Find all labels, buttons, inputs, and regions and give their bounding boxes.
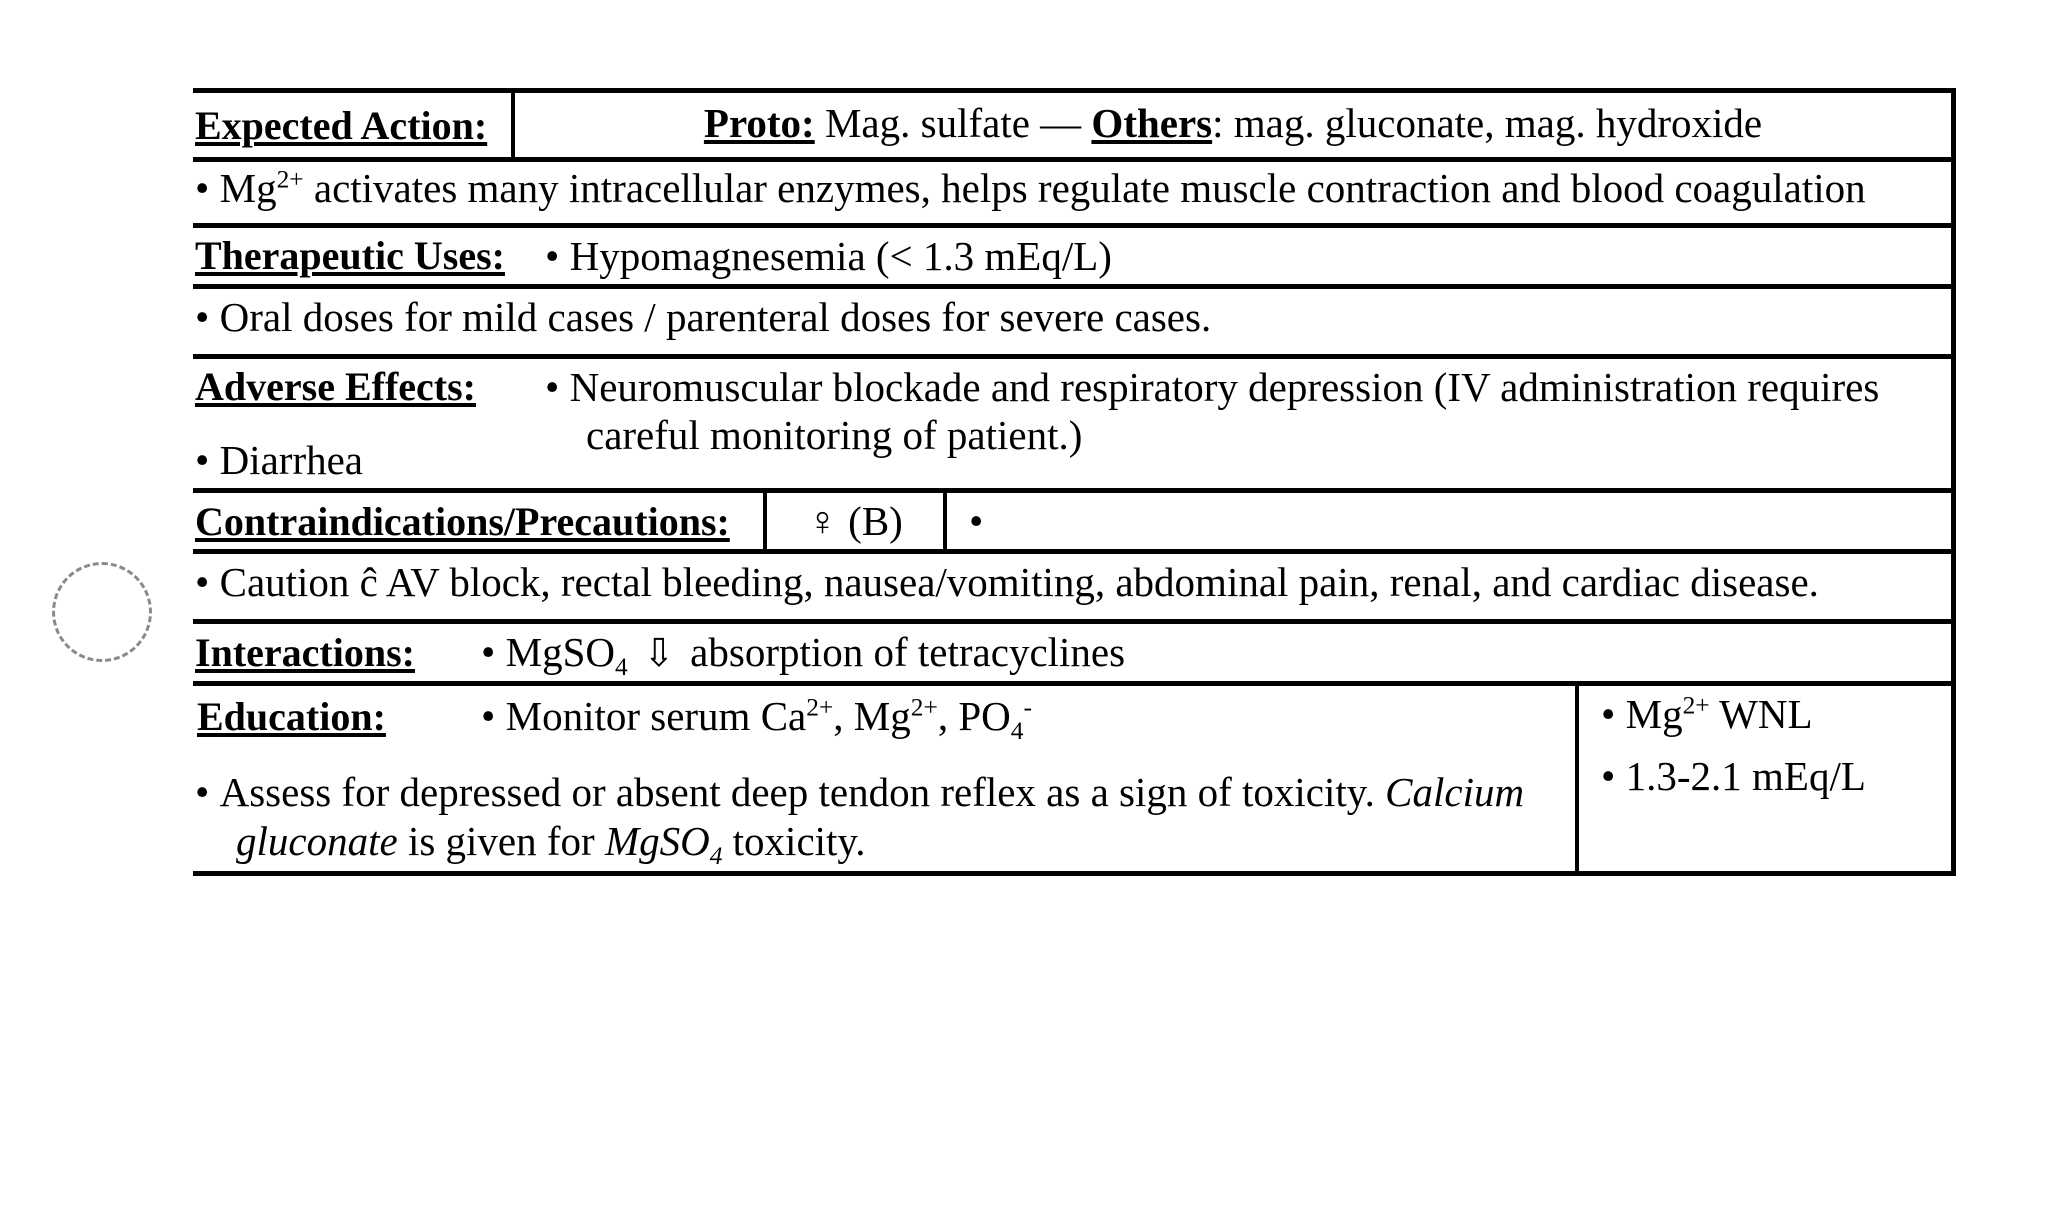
pregnancy-category-value: ♀ (B) [807, 497, 903, 545]
expected-action-value-cell: Proto: Mag. sulfate — Others: mag. gluco… [511, 93, 1951, 158]
adverse-effects-item-left: • Diarrhea [195, 436, 364, 483]
adverse-effects-item-right-text: Neuromuscular blockade and respiratory d… [569, 363, 1880, 458]
education-assess-italic-1: Calcium gluconate [236, 769, 1525, 864]
row-contraindications-header: Contraindications/Precautions: ♀ (B) • [193, 493, 1951, 555]
calcium-charge: 2+ [806, 693, 834, 722]
row-expected-action-header: Expected Action: Proto: Mag. sulfate — O… [193, 93, 1951, 163]
education-label: Education: [197, 693, 386, 739]
row-adverse-effects: Adverse Effects: • Diarrhea • Neuromuscu… [193, 359, 1951, 494]
therapeutic-uses-item-2: • Oral doses for mild cases / parenteral… [195, 294, 1212, 341]
contraindications-empty-bullet: • [969, 498, 984, 545]
education-side-range: 1.3-2.1 mEq/L [1625, 753, 1866, 800]
education-side-item-2: • 1.3-2.1 mEq/L [1601, 753, 1866, 800]
others-value: mag. gluconate, mag. hydroxide [1233, 100, 1763, 146]
education-side-mg: Mg [1625, 690, 1683, 737]
education-assess-part-2: is given for [397, 817, 605, 864]
proto-value: Mag. sulfate [824, 100, 1030, 146]
pregnancy-category-letter: (B) [848, 498, 903, 545]
therapeutic-uses-label: Therapeutic Uses: [195, 233, 505, 279]
interactions-compound: MgSO [505, 628, 615, 675]
contraindications-extra-cell: • [943, 493, 1951, 550]
education-monitor-pre: Monitor serum Ca [505, 692, 807, 739]
education-assess-italic-2-base: MgSO [604, 817, 710, 864]
therapeutic-uses-item-1: • Hypomagnesemia (< 1.3 mEq/L) [545, 232, 1112, 279]
expected-action-label: Expected Action: [195, 102, 488, 148]
therapeutic-uses-label-cell: Therapeutic Uses: [193, 228, 511, 284]
expected-action-bullet-item: • Mg2+ activates many intracellular enzy… [195, 165, 1866, 212]
pregnancy-category-cell: ♀ (B) [763, 493, 943, 550]
education-monitor-mid2: , PO [937, 692, 1011, 739]
female-symbol-icon: ♀ [807, 498, 838, 545]
education-label-cell: Education: [195, 689, 473, 744]
drug-information-card: Expected Action: Proto: Mag. sulfate — O… [193, 88, 1956, 876]
education-assess-part-1: Assess for depressed or absent deep tend… [219, 769, 1386, 816]
row-therapeutic-uses-header: Therapeutic Uses: • Hypomagnesemia (< 1.… [193, 228, 1951, 290]
others-colon: : [1212, 100, 1224, 146]
interactions-effect: absorption of tetracyclines [690, 628, 1126, 675]
row-therapeutic-uses-body: • Oral doses for mild cases / parenteral… [193, 289, 1951, 359]
row-interactions: Interactions: • MgSO4 ⇩ absorption of te… [193, 624, 1951, 686]
education-first-line: Education: • Monitor serum Ca2+, Mg2+, P… [195, 688, 1565, 744]
contraindications-label-cell: Contraindications/Precautions: [193, 493, 763, 549]
education-monitor-mid: , Mg [833, 692, 911, 739]
education-monitor-item: • Monitor serum Ca2+, Mg2+, PO4- [481, 692, 1032, 745]
others-label: Others [1091, 100, 1213, 146]
education-side-item-1: • Mg2+ WNL [1601, 690, 1813, 737]
contraindications-label: Contraindications/Precautions: [195, 498, 730, 544]
education-side-mg-charge: 2+ [1682, 691, 1710, 720]
interactions-value-cell: • MgSO4 ⇩ absorption of tetracyclines [473, 624, 1951, 681]
adverse-effects-label: Adverse Effects: [195, 363, 476, 409]
adverse-effects-value-cell: • Neuromuscular blockade and respiratory… [511, 359, 1951, 489]
education-side-cell: • Mg2+ WNL • 1.3-2.1 mEq/L [1575, 685, 1951, 871]
row-contraindications-body: • Caution ĉ AV block, rectal bleeding, n… [193, 554, 1951, 624]
expected-action-body-text: activates many intracellular enzymes, he… [313, 165, 1866, 212]
phosphate-subscript: 4 [1010, 716, 1024, 745]
therapeutic-uses-item-2-text: Oral doses for mild cases / parenteral d… [219, 294, 1212, 341]
expected-action-value: Proto: Mag. sulfate — Others: mag. gluco… [704, 99, 1762, 147]
education-monitor-cell: • Monitor serum Ca2+, Mg2+, PO4- [473, 688, 1040, 744]
education-assess-item: • Assess for depressed or absent deep te… [195, 769, 1525, 870]
interactions-item: • MgSO4 ⇩ absorption of tetracyclines [481, 628, 1126, 681]
row-education: Education: • Monitor serum Ca2+, Mg2+, P… [193, 685, 1951, 871]
interactions-compound-subscript: 4 [614, 653, 628, 681]
interactions-label: Interactions: [195, 629, 415, 675]
dashed-circle-icon [52, 562, 152, 662]
education-assess-italic-2: MgSO4 [604, 817, 722, 869]
education-assess-part-3: toxicity. [722, 817, 866, 864]
adverse-effects-item-left-text: Diarrhea [219, 436, 364, 483]
phosphate-charge: - [1023, 693, 1032, 722]
education-assess-italic-2-sub: 4 [709, 841, 723, 870]
adverse-effects-item-right: • Neuromuscular blockade and respiratory… [545, 363, 1880, 458]
arrow-down-icon: ⇩ [642, 631, 676, 675]
expected-action-label-cell: Expected Action: [193, 93, 511, 157]
mg-charge: 2+ [276, 165, 304, 194]
therapeutic-uses-item-1-text: Hypomagnesemia (< 1.3 mEq/L) [569, 232, 1112, 279]
proto-label: Proto: [703, 100, 815, 146]
interactions-label-cell: Interactions: [193, 624, 473, 681]
mg-symbol: Mg [219, 165, 277, 212]
contraindications-caution-item: • Caution ĉ AV block, rectal bleeding, n… [195, 559, 1819, 606]
education-main-cell: Education: • Monitor serum Ca2+, Mg2+, P… [193, 686, 1575, 871]
education-side-wnl: WNL [1709, 690, 1813, 737]
row-expected-action-body: • Mg2+ activates many intracellular enzy… [193, 162, 1951, 228]
magnesium-charge: 2+ [910, 693, 938, 722]
contraindications-caution-text: Caution ĉ AV block, rectal bleeding, nau… [219, 559, 1819, 606]
adverse-effects-label-cell: Adverse Effects: • Diarrhea [193, 359, 511, 489]
em-dash: — [1040, 100, 1082, 146]
therapeutic-uses-value-cell: • Hypomagnesemia (< 1.3 mEq/L) [511, 228, 1951, 284]
